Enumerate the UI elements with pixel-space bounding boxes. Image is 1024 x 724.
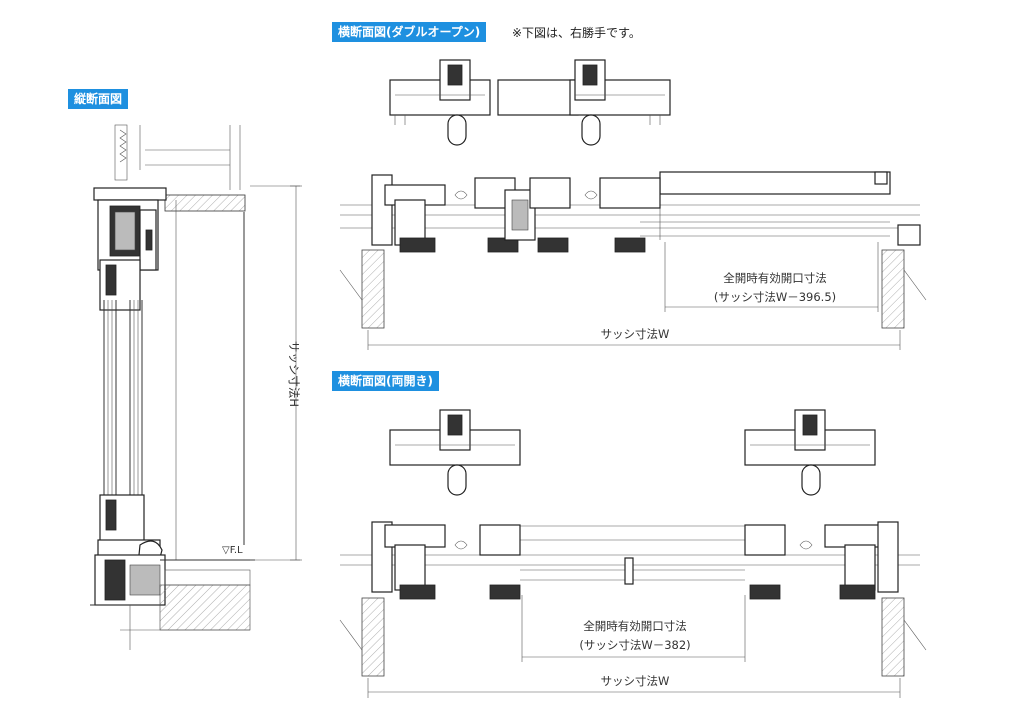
top-sash-width-dimension: サッシ寸法W xyxy=(600,327,670,341)
top-effective-opening-title: 全開時有効開口寸法 xyxy=(723,271,827,285)
bottom-sash-width-dimension: サッシ寸法W xyxy=(600,674,670,688)
horizontal-double-open-drawing xyxy=(339,59,927,350)
horizontal-both-open-label: 横断面図(両開き) xyxy=(332,371,439,391)
horizontal-both-open-drawing xyxy=(339,409,927,698)
bottom-effective-opening-title: 全開時有効開口寸法 xyxy=(583,619,687,633)
right-hand-note: ※下図は、右勝手です。 xyxy=(512,26,641,40)
top-effective-opening-formula: (サッシ寸法W－396.5) xyxy=(713,290,837,304)
vertical-section-drawing xyxy=(90,124,302,650)
sash-height-dimension: サッシ寸法H xyxy=(287,340,301,408)
bottom-effective-opening-formula: (サッシ寸法W－382) xyxy=(579,638,691,652)
vertical-section-label: 縦断面図 xyxy=(68,89,129,109)
horizontal-double-open-label: 横断面図(ダブルオープン) xyxy=(332,22,487,42)
floor-level-mark: ▽F.L xyxy=(222,545,243,556)
